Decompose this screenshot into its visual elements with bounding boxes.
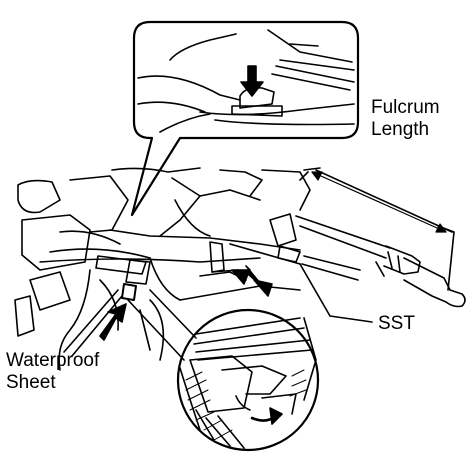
fulcrum-length-label-line2: Length <box>371 119 430 140</box>
fulcrum-length-label: Fulcrum Length <box>371 97 440 141</box>
pointer-arrow-icon <box>231 265 273 297</box>
waterproof-sheet-label: Waterproof Sheet <box>6 350 99 394</box>
waterproof-leader-line <box>63 289 123 357</box>
detail-inset-top <box>130 20 360 217</box>
sst-leader-line <box>299 263 373 323</box>
waterproof-sheet-label-line2: Sheet <box>6 372 56 393</box>
sst-label: SST <box>378 313 415 335</box>
detail-inset-circle <box>127 289 320 452</box>
pointer-arrow-icon-2 <box>99 303 127 341</box>
engine-bay-drawing <box>14 167 466 371</box>
hatch-pattern <box>185 369 307 441</box>
rotate-arrow-icon <box>250 407 283 425</box>
down-arrow-icon <box>240 65 264 97</box>
fulcrum-dimension-line <box>311 171 447 233</box>
sst-label-text: SST <box>378 313 415 334</box>
fulcrum-length-label-line1: Fulcrum <box>371 97 440 118</box>
waterproof-sheet-label-line1: Waterproof <box>6 350 100 371</box>
